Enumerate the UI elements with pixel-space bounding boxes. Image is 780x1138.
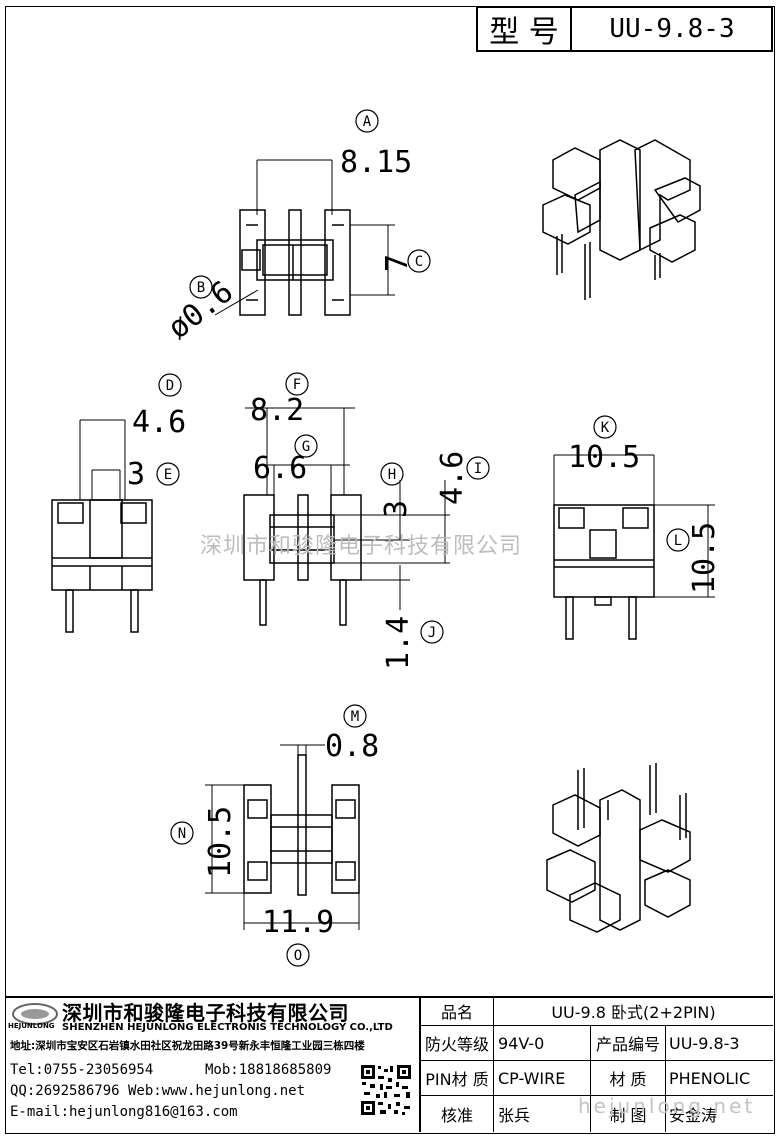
isometric-view-top <box>542 139 701 300</box>
dim-e: 3 <box>127 457 145 492</box>
dim-c: 7 <box>380 254 415 272</box>
spec-table <box>419 996 775 1132</box>
col-line-1 <box>493 996 494 1132</box>
title-block <box>5 996 773 1134</box>
drawing-frame <box>5 6 775 1134</box>
row-line-2 <box>419 1060 773 1061</box>
check-value: 张兵 <box>498 1106 531 1125</box>
company-logo: HEJUNLONG <box>8 1000 60 1034</box>
code-value: UU-9.8-3 <box>669 1033 740 1053</box>
check-label: 核准 <box>440 1106 473 1125</box>
logo-text: HEJUNLONG <box>8 1022 55 1030</box>
marker-l: L <box>674 533 682 549</box>
row-line-3 <box>419 1095 773 1096</box>
company-name-en: SHENZHEN HEJUNLONG ELECTRONIS TECHNOLOGY… <box>62 1022 393 1033</box>
dim-l: 10.5 <box>687 522 722 594</box>
company-tel: Tel:0755-23056954 <box>10 1062 154 1078</box>
marker-c: C <box>415 254 423 270</box>
dim-k: 10.5 <box>568 440 640 475</box>
col-line-2 <box>590 1025 591 1132</box>
dim-a: 8.15 <box>340 145 412 180</box>
watermark-url: hejunlong.net <box>578 1094 756 1118</box>
marker-m: M <box>351 709 359 725</box>
front-view <box>243 407 450 626</box>
dim-d: 4.6 <box>132 405 186 440</box>
side-view-left <box>51 419 153 633</box>
dim-n: 10.5 <box>203 806 238 878</box>
marker-n: N <box>178 826 186 842</box>
model-value: UU-9.8-3 <box>609 14 735 44</box>
code-label: 产品编号 <box>595 1035 660 1054</box>
company-qq-web: QQ:2692586796 Web:www.hejunlong.net <box>10 1083 306 1099</box>
product-label: 品名 <box>440 1003 473 1022</box>
marker-k: K <box>601 420 610 436</box>
company-name-cn: 深圳市和骏隆电子科技有限公司 <box>62 1001 349 1025</box>
flame-label: 防火等级 <box>424 1035 489 1054</box>
model-box <box>476 6 773 52</box>
isometric-view-bottom <box>546 763 691 933</box>
top-view <box>214 159 395 316</box>
draw-label: 制 图 <box>609 1106 647 1125</box>
marker-o: O <box>294 948 302 964</box>
side-view-right <box>553 454 715 640</box>
material-label: 材 质 <box>609 1070 647 1089</box>
marker-h: H <box>388 467 396 483</box>
bottom-view <box>205 744 360 930</box>
model-label: 型 号 <box>489 15 559 50</box>
pin-value: CP-WIRE <box>498 1068 566 1088</box>
dim-i: 4.6 <box>435 451 470 505</box>
material-value: PHENOLIC <box>669 1068 751 1088</box>
marker-a: A <box>363 114 372 130</box>
col-line-3 <box>665 1025 666 1132</box>
dim-g: 6.6 <box>253 451 307 486</box>
dim-h: 3 <box>379 500 414 518</box>
marker-e: E <box>164 467 172 483</box>
draw-value: 安金涛 <box>669 1106 718 1125</box>
watermark-text: 深圳市和骏隆电子科技有限公司 <box>200 534 523 559</box>
marker-d: D <box>166 378 174 394</box>
drawing-canvas: A B C D E F G H I J K L M N O 8.15 ø0.6 … <box>51 109 722 967</box>
model-divider <box>570 6 572 52</box>
marker-f: F <box>293 377 301 393</box>
marker-i: I <box>474 461 482 477</box>
dim-m: 0.8 <box>325 729 379 764</box>
qr-code <box>360 1064 412 1116</box>
marker-j: J <box>428 625 436 641</box>
dim-f: 8.2 <box>250 393 304 428</box>
flame-value: 94V-0 <box>498 1033 545 1053</box>
product-value: UU-9.8 卧式(2+2PIN) <box>551 1003 716 1022</box>
row-line-1 <box>419 1025 773 1026</box>
company-email: E-mail:hejunlong816@163.com <box>10 1104 238 1120</box>
company-mob: Mob:18818685809 <box>205 1062 332 1078</box>
dim-o: 11.9 <box>262 905 334 940</box>
pin-label: PIN材 质 <box>425 1070 489 1089</box>
marker-b: B <box>197 280 205 296</box>
marker-g: G <box>302 439 310 455</box>
dim-j: 1.4 <box>381 616 416 670</box>
company-address: 地址:深圳市宝安区石岩镇水田社区祝龙田路39号新永丰恒隆工业园三栋四楼 <box>10 1040 365 1052</box>
